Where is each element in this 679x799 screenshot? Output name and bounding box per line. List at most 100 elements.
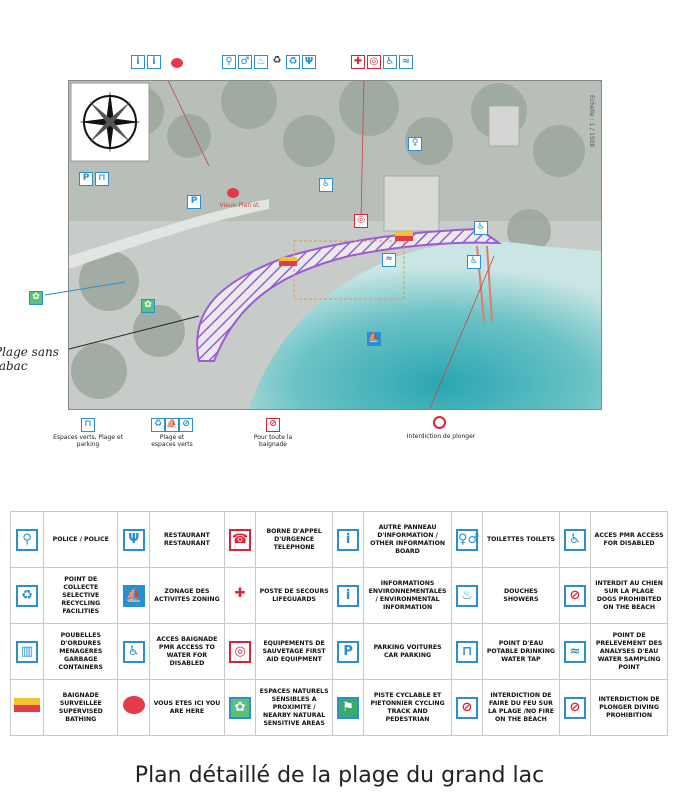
legend-label: POSTE DE SECOURS LIFEGUARDS (255, 567, 333, 624)
top-info-icons: i i (131, 55, 161, 69)
environmental-info-icon: i (337, 584, 360, 607)
legend-label: POINT DE COLLECTE SELECTIVE RECYCLING FA… (43, 567, 119, 624)
zoning-icon: ⛵ (165, 418, 179, 432)
lifebuoy-icon: ◎ (354, 214, 368, 228)
legend-label: BAIGNADE SURVEILLEE SUPERVISED BATHING (43, 679, 119, 736)
garbage-icon: ▥ (16, 640, 39, 663)
water-sampling-icon: ≈ (399, 55, 413, 69)
label-espaces-verts: Espaces verts, Plage et parking (53, 434, 123, 448)
legend-icon-cell: ♀♂ (450, 511, 484, 568)
legend-label: POINT D'EAU POTABLE DRINKING WATER TAP (482, 623, 560, 680)
legend-label: AUTRE PANNEAU D'INFORMATION / OTHER INFO… (363, 511, 452, 568)
no-fire-icon: ⊘ (456, 696, 478, 719)
legend-row: ♻POINT DE COLLECTE SELECTIVE RECYCLING F… (9, 567, 668, 624)
lifebuoy-icon: ◎ (229, 640, 252, 663)
legend-icon-cell: ⛵ (117, 567, 150, 624)
wheelchair-icon: ♿ (319, 178, 333, 192)
legend-icon-cell: ♻ (9, 567, 45, 624)
beach-map: Echelle : 1 / 1500 Vieux-Plan st. P ⊓ P … (68, 80, 602, 410)
natural-area-icon: ✿ (229, 696, 252, 719)
legend-icon-cell: i (331, 511, 365, 568)
wheelchair-icon: ♿ (563, 528, 586, 551)
legend-label: BORNE D'APPEL D'URGENCE TELEPHONE (255, 511, 333, 568)
legend-label: INTERDICTION DE FAIRE DU FEU SUR LA PLAG… (482, 679, 560, 736)
legend-label: ACCES BAIGNADE PMR ACCESS TO WATER FOR D… (148, 623, 225, 680)
you-are-here-icon (122, 696, 145, 714)
handwritten-note: Plage sans tabac (0, 345, 59, 373)
no-diving-icon (433, 416, 446, 429)
water-access-icon: ♿ (383, 55, 397, 69)
legend-icon-cell: ◎ (223, 623, 257, 680)
legend-label: ESPACES NATURELS SENSIBLES A PROXIMITE /… (255, 679, 333, 736)
top-safety-icons: ✚ ◎ ♿ ≈ (351, 55, 413, 69)
map-scale: Echelle : 1 / 1500 (588, 95, 595, 148)
legend-icon-cell: ▥ (9, 623, 45, 680)
legend-label: EQUIPEMENTS DE SAUVETAGE FIRST AID EQUIP… (255, 623, 333, 680)
legend-label: VOUS ETES ICI YOU ARE HERE (148, 679, 225, 736)
legend-icon-cell: ✿ (223, 679, 257, 736)
info-icon: i (131, 55, 145, 69)
first-aid-icon: ✚ (351, 55, 365, 69)
info-icon: i (337, 528, 360, 551)
legend-label: POUBELLES D'ORDURES MENAGERES GARBAGE CO… (43, 623, 119, 680)
legend-label: DOUCHES SHOWERS (482, 567, 560, 624)
first-aid-icon: ✚ (229, 585, 252, 607)
no-dogs-icon: ⊘ (563, 584, 586, 607)
info-icon: i (147, 55, 161, 69)
cycling-path-icon: ⚑ (337, 696, 360, 719)
legend-row: ▥POUBELLES D'ORDURES MENAGERES GARBAGE C… (9, 623, 668, 680)
zoning-icon: ⛵ (122, 584, 145, 607)
legend-icon-cell: ⊘ (558, 567, 592, 624)
legend-icon-cell: ♨ (450, 567, 484, 624)
lifebuoy-icon: ◎ (367, 55, 381, 69)
drinking-water-icon: ⊓ (81, 418, 95, 432)
legend-label: ZONAGE DES ACTIVITES ZONING (148, 567, 225, 624)
zoning-icon: ⛵ (367, 332, 381, 346)
water-access-icon: ♿ (122, 640, 145, 663)
toilets-icon: ♀ (408, 137, 422, 151)
water-sampling-icon: ≈ (563, 640, 586, 663)
you-are-here-marker (171, 58, 183, 68)
recycling-icon: ♻ (286, 55, 300, 69)
top-facility-icons: ⚲ ♂ ♨ ♻ ♻ Ψ (222, 55, 316, 69)
water-sampling-icon: ≈ (382, 253, 396, 267)
building-label: Vieux-Plan st. (219, 202, 261, 209)
legend-label: INTERDICTION DE PLONGER DIVING PROHIBITI… (590, 679, 668, 736)
you-are-here-marker (227, 188, 239, 198)
legend-label: POINT DE PRELEVEMENT DES ANALYSES D'EAU … (590, 623, 668, 680)
natural-area-icon: ✿ (141, 299, 155, 313)
legend-label: PISTE CYCLABLE ET PIETONNIER CYCLING TRA… (363, 679, 452, 736)
legend-label: POLICE / POLICE (43, 511, 119, 568)
drinking-water-icon: ⊓ (95, 172, 109, 186)
legend-icon-cell: ♿ (117, 623, 150, 680)
shower-icon: ♨ (456, 584, 478, 607)
legend-icon-cell: ⚲ (9, 511, 45, 568)
legend-icon-cell: ≈ (558, 623, 592, 680)
legend-icon-cell: ✚ (223, 567, 257, 624)
legend-label: RESTAURANT RESTAURANT (148, 511, 225, 568)
recycling-icon: ♻ (151, 418, 165, 432)
legend-icon-cell: P (331, 623, 365, 680)
legend-label: ACCES PMR ACCESS FOR DISABLED (590, 511, 668, 568)
legend-label: PARKING VOITURES CAR PARKING (363, 623, 452, 680)
parking-icon: P (79, 172, 93, 186)
no-diving-icon: ⊘ (563, 696, 586, 719)
drinking-water-icon: ⊓ (456, 640, 478, 663)
parking-icon: P (337, 640, 360, 663)
recycling-icon: ♻ (16, 584, 39, 607)
legend-icon-cell: ⚑ (331, 679, 365, 736)
toilets-icon: ♂ (238, 55, 252, 69)
legend-icon-cell: ♿ (558, 511, 592, 568)
restaurant-icon: Ψ (302, 55, 316, 69)
toilets-icon: ♀♂ (456, 528, 479, 551)
restaurant-icon: Ψ (122, 528, 145, 551)
supervised-flag-icon (14, 698, 41, 712)
legend-icon-cell: ⊘ (558, 679, 592, 736)
legend-icon-cell: i (331, 567, 365, 624)
legend-icon-cell: ☎ (223, 511, 257, 568)
legend-label: TOILETTES TOILETS (482, 511, 560, 568)
water-access-icon: ♿ (467, 255, 481, 269)
label-plonger: Interdiction de plonger (406, 433, 476, 440)
